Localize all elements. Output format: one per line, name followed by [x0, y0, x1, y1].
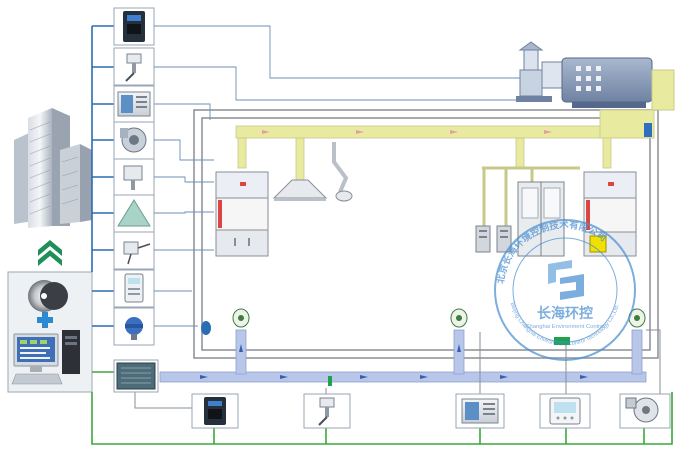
- seal-brand-cn: 长海环控: [537, 305, 593, 322]
- exhaust-duct: [235, 109, 655, 181]
- articulated-arm-icon: [332, 142, 353, 202]
- up-chevron-icon: [38, 240, 62, 266]
- wall-panel-icon: [475, 225, 512, 253]
- lab-room-outline: [193, 109, 659, 359]
- duct-arrows-bottom: [200, 344, 588, 379]
- duct-damper-icon: [644, 123, 652, 137]
- control-cabinet-bottom-icon: [461, 398, 499, 424]
- frequency-inverter-icon: [123, 11, 145, 42]
- control-panel-icon: [124, 273, 144, 303]
- plus-icon: [37, 312, 53, 328]
- supply-valve-icon: [232, 308, 646, 328]
- status-marker-icon: [201, 321, 570, 386]
- duct-arrows-top: [262, 130, 552, 134]
- pressure-transmitter-icon: [125, 53, 142, 82]
- signal-lines: [154, 25, 530, 327]
- right-lab-duct: [482, 166, 580, 226]
- fume-hood-left-icon: [215, 171, 269, 257]
- control-bus-left: [91, 25, 114, 327]
- bottom-gray-links: [134, 329, 661, 409]
- bottom-device-frames: [113, 359, 671, 429]
- exhaust-hood-icon: [117, 199, 151, 227]
- computer-workstation-icon: [11, 330, 80, 385]
- airflow-sensor-icon: [123, 241, 151, 265]
- software-disc-icon: [28, 280, 68, 312]
- pressure-transmitter-bottom-icon: [318, 397, 335, 426]
- control-bus-bottom: [91, 371, 673, 445]
- damper-actuator-icon: [123, 165, 143, 190]
- canopy-hood-icon: [272, 179, 328, 201]
- seal-brand-en: Changhai Environment Control: [525, 324, 604, 330]
- centrifugal-fan-bottom-icon: [625, 397, 659, 423]
- gas-detector-icon: [125, 317, 143, 340]
- roof-scrubber-icon: [516, 41, 675, 111]
- seal-logo-icon: [548, 260, 584, 300]
- frequency-inverter-bottom-icon: [204, 397, 226, 425]
- fume-hood-right-icon: [583, 171, 637, 257]
- supply-duct: [159, 329, 647, 383]
- room-controller-icon: [549, 397, 581, 425]
- building-icon: [14, 108, 92, 228]
- centrifugal-fan-icon: [120, 127, 147, 153]
- control-cabinet-icon: [117, 91, 151, 117]
- air-handling-unit-icon: [116, 362, 156, 390]
